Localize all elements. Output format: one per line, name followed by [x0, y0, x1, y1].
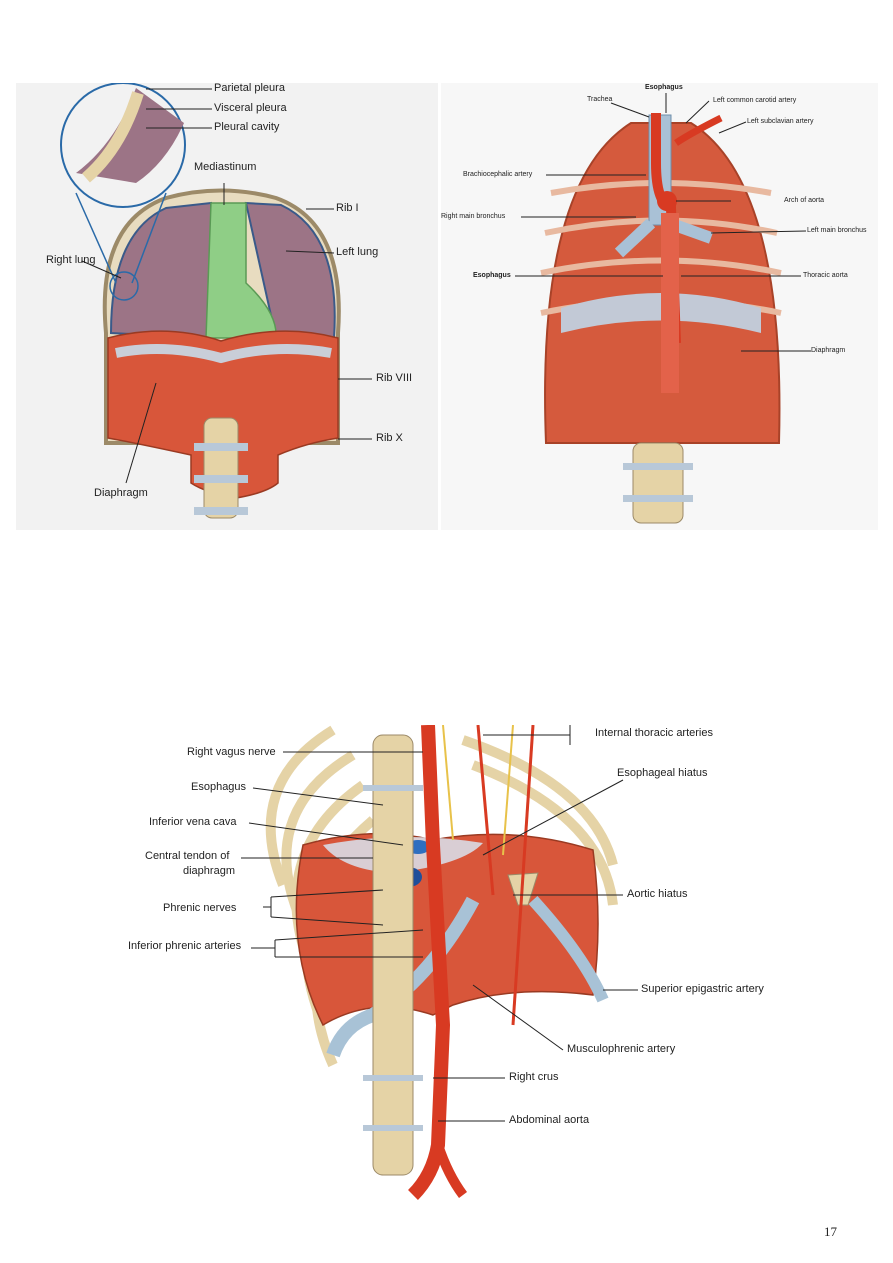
thorax-illustration — [515, 93, 811, 524]
label-esophagus-mid: Esophagus — [473, 272, 511, 279]
label-arch-of-aorta: Arch of aorta — [784, 197, 825, 204]
label-right-vagus: Right vagus nerve — [187, 746, 276, 758]
figure-pleura-diaphragm: Parietal pleura Visceral pleura Pleural … — [16, 83, 438, 530]
label-central-tendon-1: Central tendon of — [145, 850, 230, 862]
label-abdominal-aorta: Abdominal aorta — [509, 1114, 590, 1126]
label-brachiocephalic: Brachiocephalic artery — [463, 171, 533, 178]
label-rib-1: Rib I — [336, 202, 359, 214]
label-aortic-hiatus: Aortic hiatus — [627, 888, 688, 900]
label-mediastinum: Mediastinum — [194, 161, 257, 173]
diaphragm-illustration — [241, 725, 638, 1200]
label-esophagus-top: Esophagus — [645, 84, 683, 91]
label-musculophrenic: Musculophrenic artery — [567, 1043, 676, 1055]
label-right-main-bronchus: Right main bronchus — [441, 213, 506, 220]
label-ivc: Inferior vena cava — [149, 816, 237, 828]
label-right-lung: Right lung — [46, 254, 96, 266]
label-left-subclavian: Left subclavian artery — [747, 118, 814, 125]
label-left-common-carotid: Left common carotid artery — [713, 97, 797, 104]
label-esophageal-hiatus: Esophageal hiatus — [617, 767, 708, 779]
label-phrenic-nerves: Phrenic nerves — [163, 902, 237, 914]
label-visceral-pleura: Visceral pleura — [214, 102, 287, 114]
label-inferior-phrenic: Inferior phrenic arteries — [128, 940, 242, 952]
label-thoracic-aorta: Thoracic aorta — [803, 272, 848, 279]
figure-thorax-structures: Esophagus Trachea Left common carotid ar… — [441, 83, 878, 530]
page-number: 17 — [824, 1224, 837, 1239]
label-right-crus: Right crus — [509, 1071, 559, 1083]
label-superior-epigastric: Superior epigastric artery — [641, 983, 764, 995]
label-internal-thoracic: Internal thoracic arteries — [595, 727, 713, 739]
label-parietal-pleura: Parietal pleura — [214, 82, 285, 94]
label-diaphragm-2: Diaphragm — [811, 347, 846, 354]
label-rib-8: Rib VIII — [376, 372, 413, 384]
pleura-illustration — [60, 83, 372, 519]
label-pleural-cavity: Pleural cavity — [214, 121, 280, 133]
label-diaphragm: Diaphragm — [94, 487, 148, 499]
figure-diaphragm-openings: Internal thoracic arteries Right vagus n… — [128, 725, 773, 1200]
label-left-main-bronchus: Left main bronchus — [807, 227, 867, 234]
label-central-tendon-2: diaphragm — [183, 865, 235, 877]
label-esophagus: Esophagus — [191, 781, 247, 793]
label-trachea: Trachea — [587, 96, 613, 103]
label-left-lung: Left lung — [336, 246, 379, 258]
label-rib-10: Rib X — [376, 432, 403, 444]
